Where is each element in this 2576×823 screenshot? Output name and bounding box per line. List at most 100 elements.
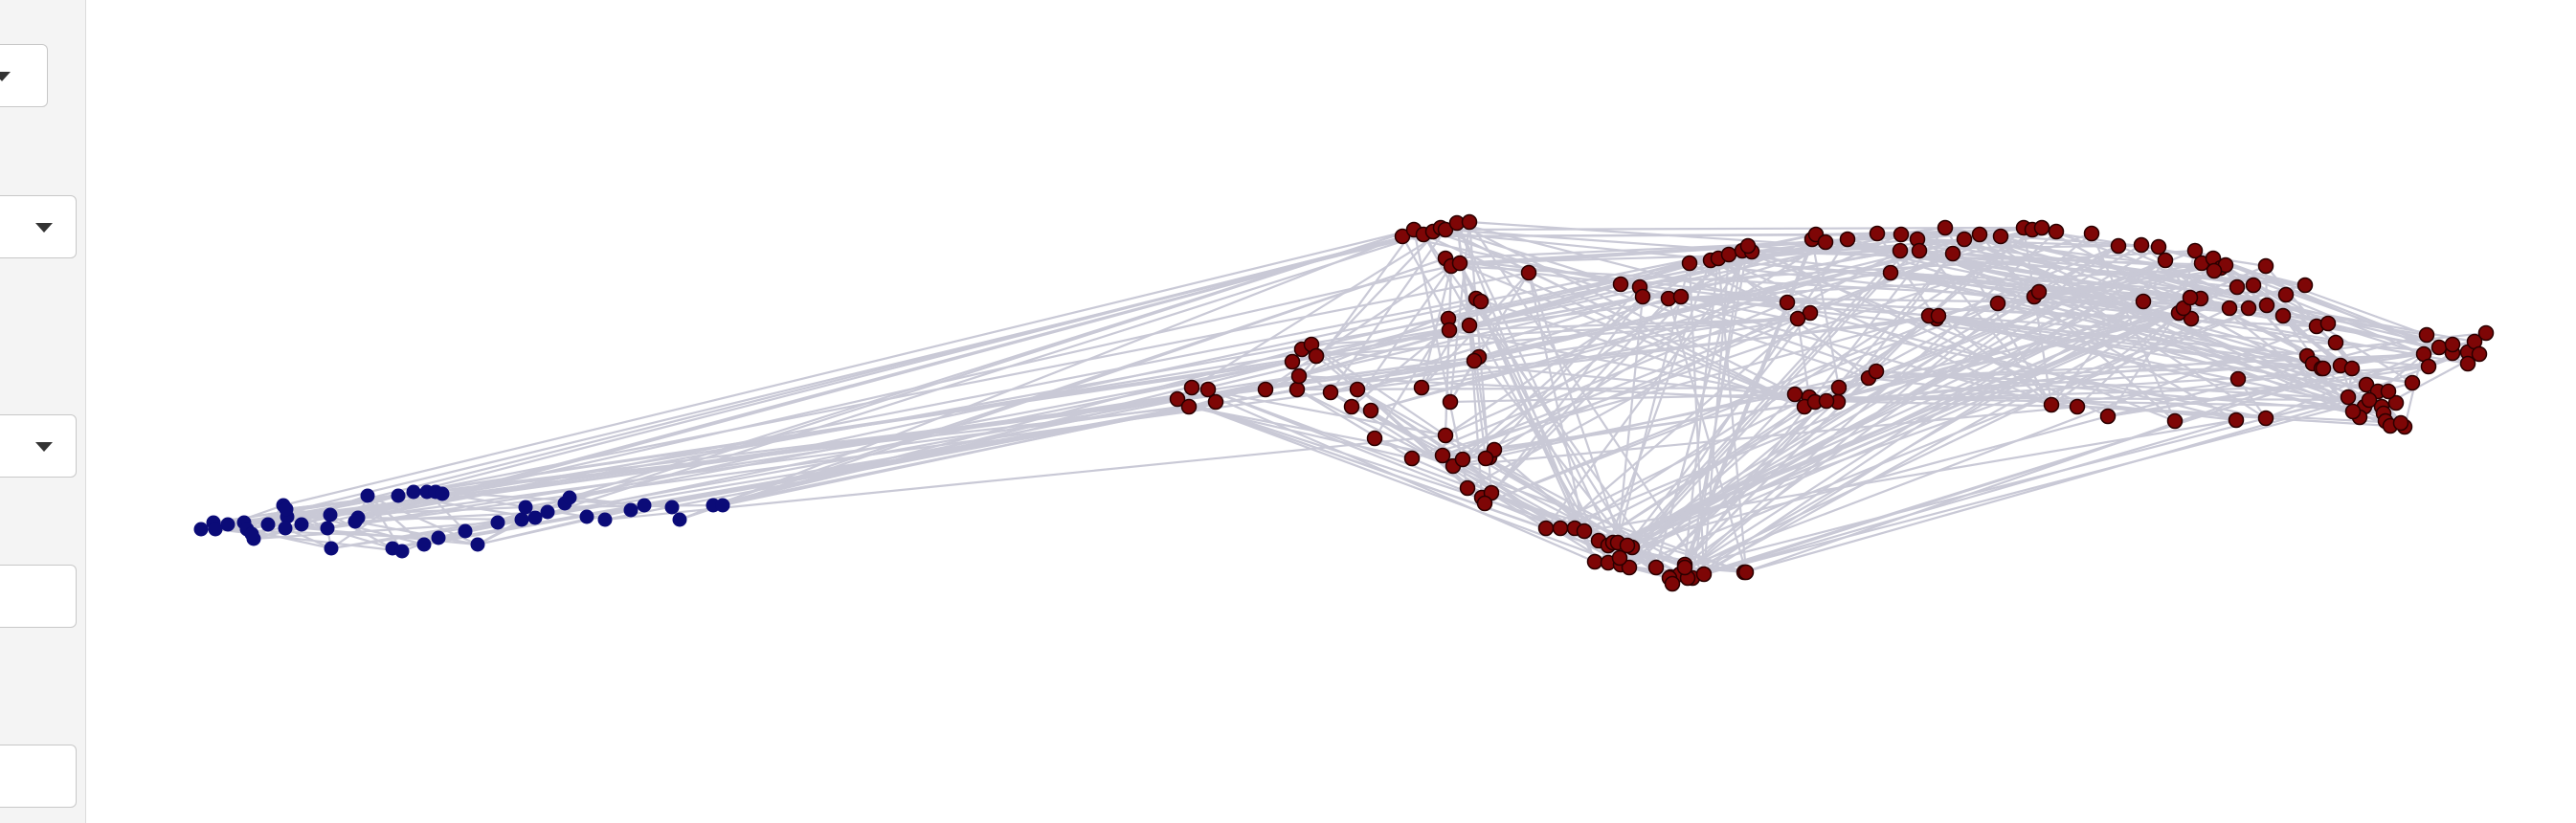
graph-node[interactable]	[1664, 575, 1681, 592]
graph-node[interactable]	[2392, 414, 2409, 432]
graph-node[interactable]	[1944, 245, 1961, 262]
graph-node[interactable]	[1437, 427, 1454, 444]
graph-node[interactable]	[1207, 393, 1224, 411]
graph-node[interactable]	[2206, 262, 2223, 279]
graph-node[interactable]	[1992, 228, 2009, 245]
graph-node[interactable]	[2229, 370, 2247, 388]
graph-node[interactable]	[2459, 355, 2476, 372]
graph-node[interactable]	[244, 526, 259, 542]
graph-node[interactable]	[1789, 310, 1806, 327]
graph-node[interactable]	[527, 510, 543, 525]
graph-node[interactable]	[1288, 381, 1306, 398]
graph-node[interactable]	[2418, 326, 2435, 344]
graph-node[interactable]	[1839, 231, 1856, 248]
graph-node[interactable]	[2477, 324, 2495, 342]
network-graph-panel[interactable]	[86, 0, 2576, 823]
graph-node[interactable]	[416, 537, 432, 552]
graph-node[interactable]	[1537, 520, 1555, 537]
graph-node[interactable]	[715, 498, 730, 513]
graph-node[interactable]	[1893, 226, 1910, 243]
graph-node[interactable]	[406, 484, 421, 500]
graph-node[interactable]	[2228, 412, 2245, 429]
graph-node[interactable]	[623, 502, 638, 518]
graph-node[interactable]	[1882, 264, 1899, 281]
graph-node[interactable]	[1290, 367, 1308, 385]
graph-node[interactable]	[1413, 379, 1430, 396]
graph-node[interactable]	[637, 498, 652, 513]
graph-node[interactable]	[1459, 479, 1476, 497]
graph-node[interactable]	[2404, 374, 2421, 391]
graph-node[interactable]	[2257, 257, 2274, 275]
dropdown-select-3[interactable]	[0, 414, 77, 478]
graph-node[interactable]	[2135, 293, 2152, 310]
graph-node[interactable]	[1868, 363, 1885, 380]
graph-node[interactable]	[2030, 283, 2048, 300]
graph-node[interactable]	[1284, 353, 1301, 370]
graph-node[interactable]	[1786, 386, 1803, 403]
graph-node[interactable]	[1779, 294, 1796, 311]
graph-node[interactable]	[2471, 345, 2488, 363]
graph-node[interactable]	[2033, 219, 2050, 236]
graph-node[interactable]	[208, 522, 223, 537]
graph-node[interactable]	[1362, 402, 1379, 419]
dropdown-select-2[interactable]	[0, 195, 77, 258]
graph-node[interactable]	[1322, 384, 1339, 401]
graph-node[interactable]	[1737, 564, 1755, 581]
graph-node[interactable]	[2043, 396, 2060, 413]
graph-node[interactable]	[2296, 277, 2314, 294]
graph-node[interactable]	[2229, 278, 2246, 296]
graph-node[interactable]	[2186, 242, 2204, 259]
graph-node[interactable]	[1394, 228, 1411, 245]
graph-node[interactable]	[391, 488, 406, 503]
graph-node[interactable]	[2274, 307, 2292, 324]
graph-node[interactable]	[1695, 566, 1713, 583]
graph-node[interactable]	[2099, 408, 2117, 425]
graph-node[interactable]	[347, 514, 363, 529]
graph-node[interactable]	[2387, 394, 2405, 412]
graph-node[interactable]	[1454, 451, 1471, 468]
text-input-2[interactable]	[0, 745, 77, 808]
graph-node[interactable]	[435, 486, 450, 501]
graph-node[interactable]	[2083, 225, 2100, 242]
graph-node[interactable]	[1576, 523, 1593, 540]
graph-node[interactable]	[490, 515, 505, 530]
graph-node[interactable]	[1720, 246, 1737, 263]
graph-node[interactable]	[1739, 237, 1757, 255]
graph-node[interactable]	[1520, 264, 1537, 281]
graph-node[interactable]	[2319, 315, 2337, 332]
graph-node[interactable]	[2327, 334, 2344, 351]
graph-node[interactable]	[2048, 223, 2065, 240]
graph-node[interactable]	[1477, 450, 1494, 467]
graph-node[interactable]	[1403, 450, 1421, 467]
graph-node[interactable]	[1989, 295, 2006, 312]
graph-node[interactable]	[220, 517, 235, 532]
graph-node[interactable]	[1472, 293, 1490, 310]
graph-node[interactable]	[514, 512, 529, 527]
graph-node[interactable]	[2133, 236, 2150, 254]
graph-node[interactable]	[1818, 392, 1835, 410]
network-graph[interactable]	[86, 0, 2576, 823]
graph-node[interactable]	[2069, 398, 2086, 415]
graph-node[interactable]	[1451, 255, 1468, 272]
graph-node[interactable]	[1343, 398, 1360, 415]
graph-node[interactable]	[1169, 390, 1186, 408]
graph-node[interactable]	[1434, 447, 1451, 464]
graph-node[interactable]	[2315, 360, 2332, 377]
graph-node[interactable]	[1869, 225, 1886, 242]
graph-node[interactable]	[1830, 379, 1848, 396]
graph-node[interactable]	[193, 522, 209, 537]
graph-node[interactable]	[1199, 381, 1217, 398]
graph-node[interactable]	[1681, 255, 1698, 272]
graph-node[interactable]	[2444, 336, 2461, 353]
graph-node[interactable]	[1349, 381, 1366, 398]
graph-node[interactable]	[1183, 379, 1200, 396]
graph-node[interactable]	[518, 500, 533, 515]
graph-node[interactable]	[1180, 398, 1198, 415]
graph-node[interactable]	[470, 537, 485, 552]
graph-node[interactable]	[1586, 553, 1603, 570]
graph-node[interactable]	[431, 530, 446, 545]
graph-node[interactable]	[394, 544, 410, 559]
graph-node[interactable]	[324, 541, 339, 556]
graph-node[interactable]	[2240, 300, 2257, 317]
graph-node[interactable]	[1892, 242, 1909, 259]
